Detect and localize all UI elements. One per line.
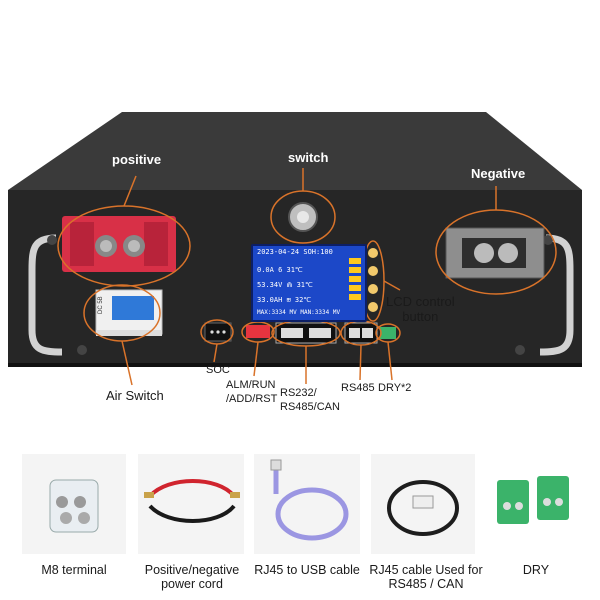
dry-contacts [380,327,396,339]
label-rs485: RS485 [341,382,375,394]
label-rs232: RS232/ RS485/CAN [280,387,340,413]
alm-run-switch [246,325,270,338]
label-positive: positive [112,152,162,167]
rj45-usb-cable-image [254,454,360,554]
lcd-battery-bars [349,258,361,303]
label-switch: switch [288,150,329,165]
label-soc: SOC [206,364,230,376]
right-handle [539,234,574,356]
caption-power-cord: Positive/negative power cord [144,563,240,591]
label-dry2: DRY*2 [378,382,412,394]
rj45-cable-image [371,454,475,554]
left-handle [28,234,63,356]
label-negative: Negative [471,166,526,181]
battery-chassis [8,112,582,386]
label-air-switch: Air Switch [106,388,164,403]
lcd-screen: 2023-04-24 SOH:100 0.0A 6 31℃ 53.34V ⋒ 3… [251,244,367,322]
air-switch-breaker [95,289,163,336]
positive-terminal [62,216,176,272]
lcd-footer: MAX:3334 MV MAN:3334 MV [257,309,341,316]
m8-terminal-image [22,454,126,554]
caption-rj45-cable: RJ45 cable Used for RS485 / CAN [369,563,483,591]
caption-rj45-usb: RJ45 to USB cable [254,563,360,577]
lcd-control-buttons [368,248,378,312]
lcd-row-2: 53.34V ⋒ 31℃ [257,281,313,289]
caption-m8-terminal: M8 terminal [41,563,107,577]
dry-connector-image [487,454,585,554]
power-cord-image [138,454,244,554]
lcd-header: 2023-04-24 SOH:100 [257,248,333,256]
label-alm-run: ALM/RUN /ADD/RST [226,379,278,405]
label-lcd-control-button: LCD control button [386,294,455,324]
breaker-text: DC 5B [98,296,104,314]
negative-terminal [445,227,545,279]
lcd-row-1: 0.0A 6 31℃ [257,266,303,274]
lcd-row-3: 33.0AH ⊞ 32℃ [257,296,312,304]
caption-dry: DRY [522,563,550,577]
